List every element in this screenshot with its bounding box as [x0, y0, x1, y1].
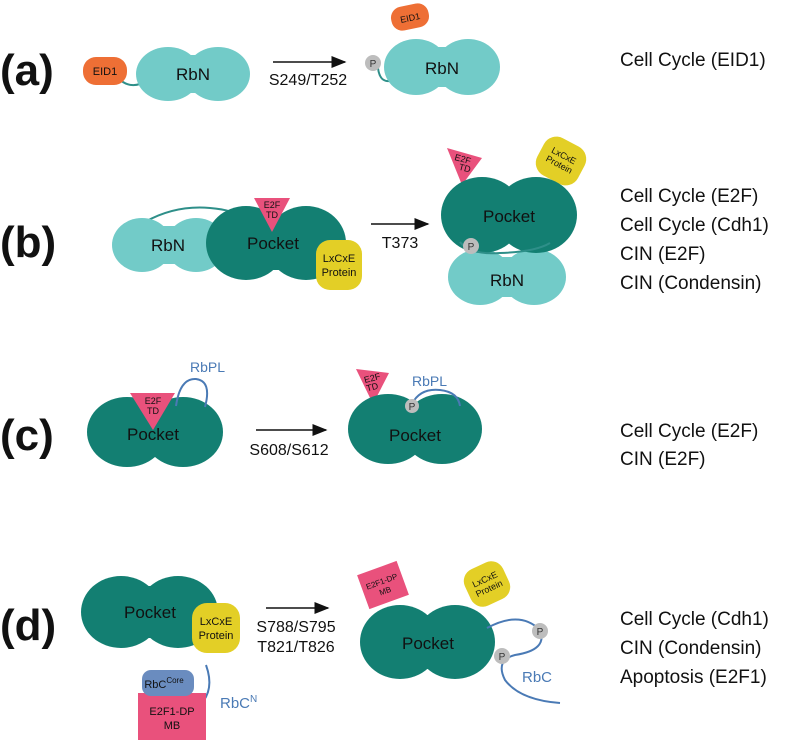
e2f-line2: TD	[266, 210, 278, 220]
panel-c-label: (c)	[0, 411, 54, 460]
e2f-td-released	[356, 369, 389, 404]
panel-c: (c) Pocket RbPL E2F TD S608/S612 E2F TD …	[0, 359, 758, 470]
rbn-label: RbN	[151, 236, 185, 255]
e2f-td-released	[447, 148, 482, 185]
rbn-domain-phosphorylated	[384, 39, 500, 95]
panel-d-label: (d)	[0, 601, 56, 650]
phospho-circle-icon	[463, 238, 479, 254]
phospho-label: P	[468, 242, 475, 253]
panel-a-label: (a)	[0, 46, 54, 95]
lxcxe-released	[535, 136, 587, 186]
e2f-released-line2: TD	[365, 381, 380, 394]
phospho-label-1: P	[537, 627, 544, 638]
pocket-label-right: Pocket	[389, 426, 441, 445]
pocket-label-right: Pocket	[483, 207, 535, 226]
mb-released-line2: MB	[378, 585, 392, 598]
outcome-d-1: CIN (Condensin)	[620, 638, 762, 659]
phospho-circle-icon	[405, 399, 419, 413]
outcome-d-0: Cell Cycle (Cdh1)	[620, 609, 769, 630]
pocket-domain-right	[360, 605, 495, 679]
rbn-label-right: RbN	[425, 59, 459, 78]
lxcxe-line2: Protein	[199, 630, 234, 642]
rbpl-label: RbPL	[190, 359, 225, 375]
pocket-label-right: Pocket	[402, 634, 454, 653]
pocket-domain-right	[441, 177, 577, 253]
lxcxe-released	[463, 561, 511, 607]
eid1-released-label: EID1	[399, 11, 421, 25]
site-label: S608/S612	[249, 442, 328, 459]
e2f-line2: TD	[147, 406, 159, 416]
eid1-label: EID1	[93, 66, 117, 78]
rbn-domain	[136, 47, 250, 101]
pocket-domain-right	[348, 394, 482, 464]
eid1-released	[390, 3, 430, 31]
lxcxe-line1: LxCxE	[323, 253, 355, 265]
phospho-circle-icon	[494, 648, 510, 664]
e2f1-dp-mb-released	[357, 560, 409, 610]
lxcxe-line2: Protein	[322, 267, 357, 279]
site-line1: S788/S795	[256, 619, 335, 636]
lxcxe-protein	[316, 240, 362, 290]
rbpl-label-right: RbPL	[412, 373, 447, 389]
lxcxe-line1: LxCxE	[200, 616, 232, 628]
outcome-b-1: Cell Cycle (Cdh1)	[620, 215, 769, 236]
panel-b: (b) RbN Pocket E2F TD LxCxE Protein T373…	[0, 136, 769, 305]
panel-b-label: (b)	[0, 218, 56, 267]
rbc-core-label: RbCCore	[144, 676, 184, 691]
e2f-released-line1: E2F	[454, 152, 473, 166]
pocket-label: Pocket	[247, 234, 299, 253]
pocket-label: Pocket	[124, 603, 176, 622]
e2f1-dp-mb-box	[138, 693, 206, 740]
rbc-tail	[486, 618, 561, 704]
phospho-label-2: P	[499, 652, 506, 663]
rbc-label: RbC	[522, 669, 552, 686]
rbn-label: RbN	[176, 65, 210, 84]
phospho-label: P	[409, 402, 416, 413]
e2f-released-line2: TD	[458, 162, 473, 175]
rbn-domain-docked	[448, 249, 566, 305]
rbpl-loop-right	[411, 388, 461, 407]
panel-d: (d) Pocket LxCxE Protein E2F1-DP MB RbCC…	[0, 560, 769, 740]
e2f-line1: E2F	[145, 396, 162, 406]
mb-line1: E2F1-DP	[149, 706, 194, 718]
outcome-b-0: Cell Cycle (E2F)	[620, 186, 758, 207]
e2f-line1: E2F	[264, 200, 281, 210]
site-line2: T821/T826	[257, 639, 334, 656]
rbpl-loop	[175, 377, 209, 408]
e2f-released-line1: E2F	[363, 371, 382, 385]
site-label: T373	[382, 235, 419, 252]
eid1-protein	[83, 57, 127, 85]
phospho-label: P	[370, 59, 377, 70]
pocket-label: Pocket	[127, 425, 179, 444]
rbc-core-box	[142, 670, 194, 696]
outcome-b-3: CIN (Condensin)	[620, 273, 762, 294]
phospho-circle-icon	[365, 55, 381, 71]
rbcn-label: RbCN	[220, 694, 257, 712]
mb-line2: MB	[164, 720, 181, 732]
outcome-c-0: Cell Cycle (E2F)	[620, 421, 758, 442]
phospho-circle-icon	[532, 623, 548, 639]
e2f-td-triangle	[254, 198, 290, 232]
site-label: S249/T252	[269, 72, 347, 89]
panel-a: (a) EID1 RbN S249/T252 EID1 RbN P Cell C…	[0, 3, 766, 101]
outcome-b-2: CIN (E2F)	[620, 244, 706, 265]
outcome-c-1: CIN (E2F)	[620, 449, 706, 470]
rbn-label-right: RbN	[490, 271, 524, 290]
lxcxe-protein	[192, 603, 240, 653]
outcome-d-2: Apoptosis (E2F1)	[620, 667, 767, 688]
outcome-a-0: Cell Cycle (EID1)	[620, 50, 766, 71]
e2f-td-triangle	[130, 393, 175, 430]
